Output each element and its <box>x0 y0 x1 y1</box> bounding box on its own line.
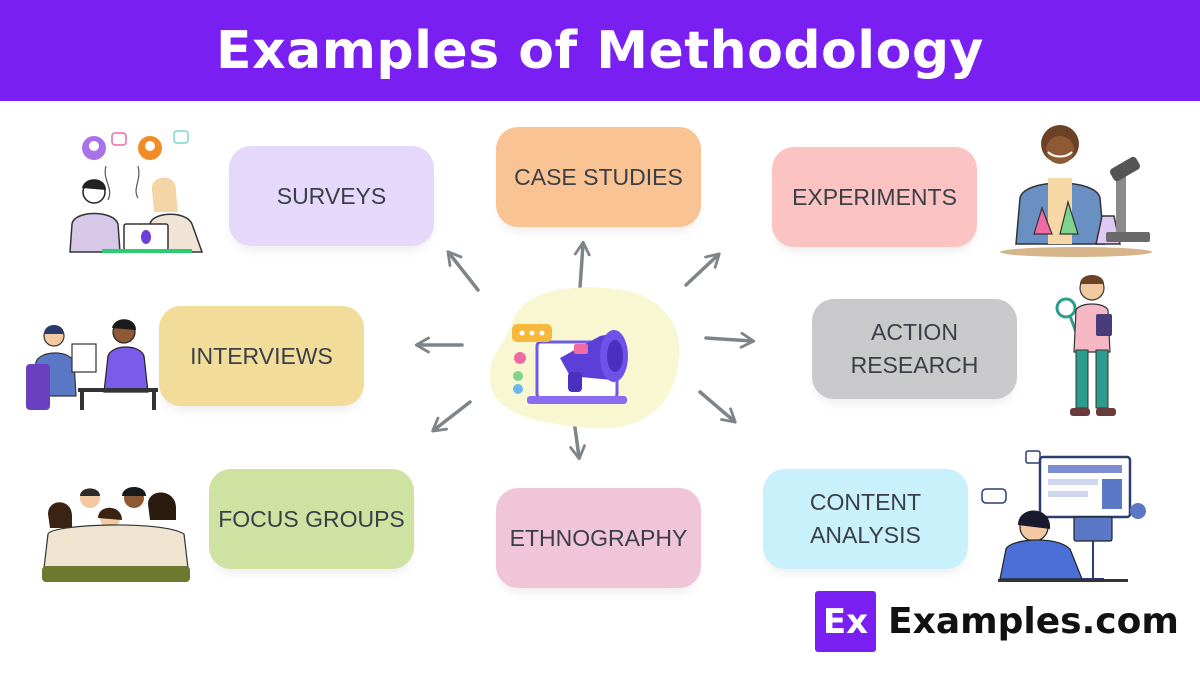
focus-group-people-illustration <box>42 487 190 582</box>
method-card-content-analysis: CONTENT ANALYSIS <box>763 469 968 569</box>
researcher-magnifier-illustration <box>1055 275 1116 416</box>
method-card-surveys: SURVEYS <box>229 146 434 246</box>
method-card-case-studies: CASE STUDIES <box>496 127 701 227</box>
method-label-surveys: SURVEYS <box>276 182 387 209</box>
arrow-to-action-research <box>704 331 756 349</box>
page-title: Examples of Methodology <box>216 20 984 81</box>
method-label-analysis: ANALYSIS <box>810 522 921 548</box>
laptop-base <box>527 396 627 404</box>
content-analysis-illustration <box>981 450 1146 582</box>
method-card-interviews: INTERVIEWS <box>159 306 364 406</box>
like-dot-1 <box>514 352 526 364</box>
like-dot-3 <box>513 384 523 394</box>
surveys-people-illustration <box>69 130 204 253</box>
method-card-focus-groups: FOCUS GROUPS <box>209 469 414 569</box>
logo-text: Examples.com <box>888 601 1179 642</box>
method-card-experiments: EXPERIMENTS <box>772 147 977 247</box>
arrow-to-surveys <box>446 250 480 292</box>
like-dot-2 <box>513 371 523 381</box>
scientist-experiment-illustration <box>1000 125 1152 257</box>
arrow-to-content-analysis <box>698 390 737 424</box>
method-card-ethnography: ETHNOGRAPHY <box>496 488 701 588</box>
logo-mark: Ex <box>815 591 876 652</box>
arrow-to-focus-groups <box>431 400 472 433</box>
examples-logo[interactable]: Ex Examples.com <box>815 591 1179 652</box>
method-label-content: CONTENT <box>809 489 922 515</box>
method-label-action: ACTION <box>871 319 958 345</box>
megaphone-handle <box>568 372 582 392</box>
title-banner: Examples of Methodology <box>0 0 1200 101</box>
method-label-research: RESEARCH <box>850 352 979 378</box>
interview-people-illustration <box>26 319 158 410</box>
arrow-to-experiments <box>684 252 721 287</box>
method-label-focus-groups: FOCUS GROUPS <box>218 505 405 532</box>
arrow-to-case-studies <box>573 240 591 290</box>
method-label-case-studies: CASE STUDIES <box>514 163 683 190</box>
method-label-interviews: INTERVIEWS <box>190 342 333 369</box>
method-label-experiments: EXPERIMENTS <box>792 183 957 210</box>
method-card-action-research: ACTION RESEARCH <box>812 299 1017 399</box>
megaphone-laptop-illustration <box>489 287 680 429</box>
method-label-ethnography: ETHNOGRAPHY <box>509 524 688 551</box>
